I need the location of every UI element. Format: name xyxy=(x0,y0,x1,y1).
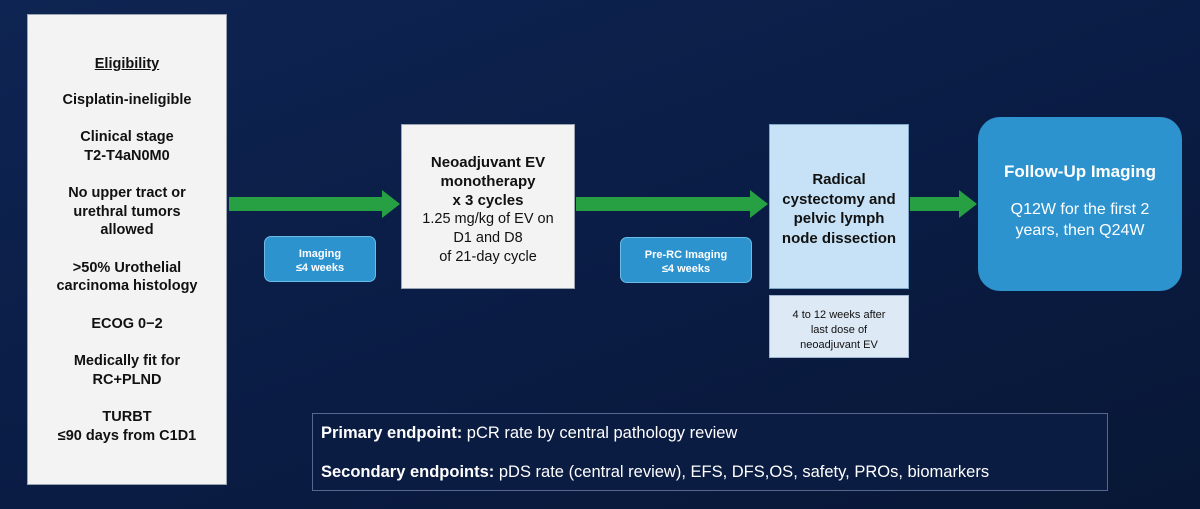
eligibility-panel: Eligibility Cisplatin-ineligible Clinica… xyxy=(27,14,227,485)
eligibility-item: TURBT≤90 days from C1D1 xyxy=(57,409,197,444)
secondary-endpoints-label: Secondary endpoints: xyxy=(321,463,495,481)
secondary-endpoints-text: pDS rate (central review), EFS, DFS,OS, … xyxy=(494,463,990,481)
primary-endpoint-label: Primary endpoint: xyxy=(321,424,463,442)
imaging-title: Imaging xyxy=(298,248,342,260)
pre-rc-imaging-timing: ≤4 weeks xyxy=(661,263,711,275)
primary-endpoint: Primary endpoint: pCR rate by central pa… xyxy=(321,424,1107,443)
flow-arrow-2 xyxy=(576,190,768,218)
follow-up-title: Follow-Up Imaging xyxy=(1003,162,1157,181)
eligibility-item: ECOG 0−2 xyxy=(91,315,163,332)
imaging-timing: ≤4 weeks xyxy=(295,262,345,274)
endpoints-box: Primary endpoint: pCR rate by central pa… xyxy=(312,413,1108,491)
pre-rc-imaging-title: Pre-RC Imaging xyxy=(644,249,728,261)
eligibility-heading: Eligibility xyxy=(94,56,160,72)
primary-endpoint-text: pCR rate by central pathology review xyxy=(462,424,738,442)
secondary-endpoints: Secondary endpoints: pDS rate (central r… xyxy=(321,463,1107,482)
flow-arrow-3 xyxy=(910,190,977,218)
eligibility-item: Cisplatin-ineligible xyxy=(62,91,192,108)
imaging-pill: Imaging ≤4 weeks xyxy=(264,236,376,282)
flow-arrow-1 xyxy=(229,190,400,218)
pre-rc-imaging-pill: Pre-RC Imaging ≤4 weeks xyxy=(620,237,752,283)
